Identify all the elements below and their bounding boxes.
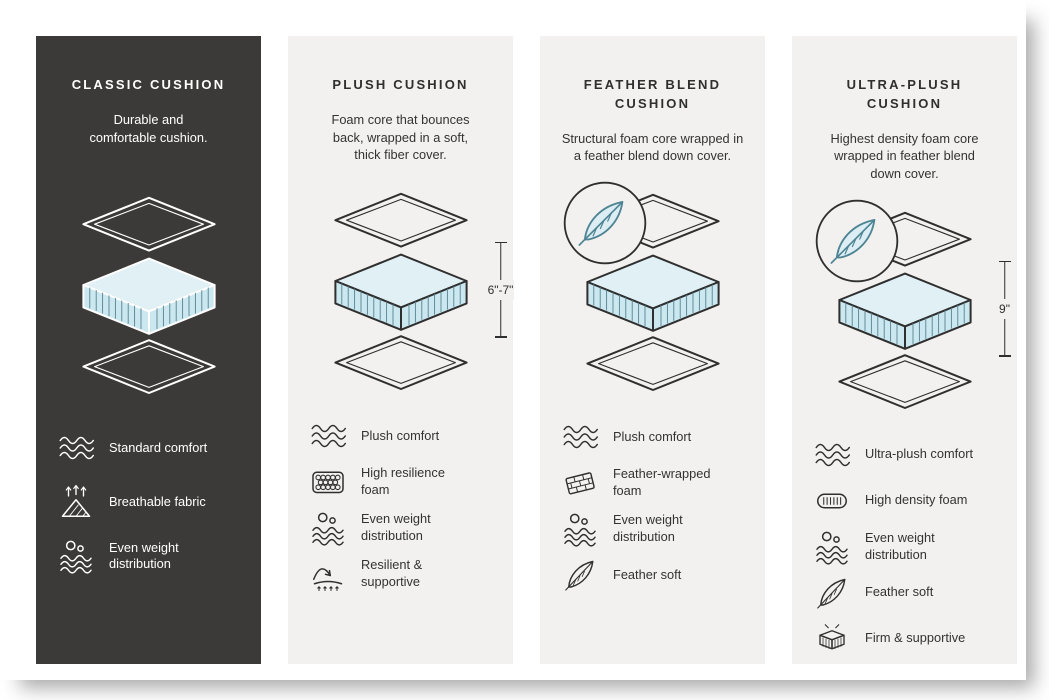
feature-label: Breathable fabric <box>109 493 206 509</box>
feature-label: Even weight distribution <box>613 512 683 544</box>
card-description: Foam core that bounces back, wrapped in … <box>331 111 470 163</box>
layered-cushion-illustration <box>321 192 481 394</box>
weight-distribution-icon <box>56 538 96 574</box>
feature-list: Plush comfort Feather-wrapped foam Even … <box>556 419 749 593</box>
cushion-diagram: 6"-7" <box>321 192 515 394</box>
feature-label: Ultra-plush comfort <box>865 446 974 462</box>
cushion-diagram <box>69 196 229 398</box>
waves-icon <box>812 437 852 473</box>
feature-label: Standard comfort <box>109 439 208 455</box>
feather-badge-icon <box>813 197 901 285</box>
feature-row: Even weight distribution <box>56 538 245 574</box>
feature-label: Plush comfort <box>361 427 440 443</box>
feather-icon <box>812 575 852 611</box>
feature-row: Feather soft <box>812 575 1001 611</box>
card-plush-cushion: PLUSH CUSHION Foam core that bounces bac… <box>288 36 515 664</box>
height-dimension-label: 9" <box>998 298 1011 319</box>
feature-row: High resilience foam <box>308 464 497 500</box>
feature-row: Even weight distribution <box>560 511 749 547</box>
card-ultra-plush-cushion: ULTRA-PLUSH CUSHION Highest density foam… <box>792 36 1017 664</box>
waves-icon <box>56 430 96 466</box>
feature-row: High density foam <box>812 483 1001 519</box>
cushion-diagram <box>573 193 733 395</box>
feature-row: Feather-wrapped foam <box>560 465 749 501</box>
waves-icon <box>560 419 600 455</box>
card-title: ULTRA-PLUSH CUSHION <box>846 77 963 111</box>
waves-icon <box>308 418 348 454</box>
feature-list: Standard comfort Breathable fabric Even … <box>52 430 245 574</box>
weight-distribution-icon <box>308 510 348 546</box>
feature-row: Ultra-plush comfort <box>812 437 1001 473</box>
feature-label: Feather soft <box>613 566 682 582</box>
height-dimension: 9" <box>998 260 1011 357</box>
card-description: Highest density foam core wrapped in fea… <box>830 130 979 181</box>
feature-label: Plush comfort <box>613 428 692 444</box>
feature-label: High density foam <box>865 492 968 508</box>
feature-row: Breathable fabric <box>56 484 245 520</box>
card-classic-cushion: CLASSIC CUSHION Durable and comfortable … <box>36 36 261 664</box>
feature-label: Feather soft <box>865 584 934 600</box>
card-title: FEATHER BLEND CUSHION <box>583 77 722 111</box>
feature-row: Feather soft <box>560 557 749 593</box>
foam-cells-icon <box>308 464 348 500</box>
card-title: PLUSH CUSHION <box>332 77 469 92</box>
feature-label: Firm & supportive <box>865 630 966 646</box>
feature-label: High resilience foam <box>361 465 445 497</box>
feature-row: Standard comfort <box>56 430 245 466</box>
breathable-fabric-icon <box>56 484 96 520</box>
infographic-sheet: CLASSIC CUSHION Durable and comfortable … <box>36 36 1017 664</box>
feature-label: Even weight distribution <box>361 511 431 543</box>
height-dimension: 6"-7" <box>486 241 515 338</box>
card-description: Structural foam core wrapped in a feathe… <box>561 130 744 164</box>
feature-row: Firm & supportive <box>812 621 1001 657</box>
cushion-cards: CLASSIC CUSHION Durable and comfortable … <box>36 36 1017 664</box>
feature-list: Plush comfort High resilience foam Even … <box>304 418 497 592</box>
feature-row: Even weight distribution <box>812 529 1001 565</box>
feather-badge-icon <box>561 179 649 267</box>
feature-row: Resilient & supportive <box>308 556 497 592</box>
feature-label: Resilient & supportive <box>361 557 423 589</box>
feature-row: Plush comfort <box>560 419 749 455</box>
height-dimension-label: 6"-7" <box>486 279 515 300</box>
foam-bricks-icon <box>560 465 600 501</box>
bounce-arrow-icon <box>308 556 348 592</box>
feather-icon <box>560 557 600 593</box>
density-foam-icon <box>812 483 852 519</box>
card-title: CLASSIC CUSHION <box>71 77 226 92</box>
weight-distribution-icon <box>560 511 600 547</box>
card-feather-blend-cushion: FEATHER BLEND CUSHION Structural foam co… <box>540 36 765 664</box>
feature-label: Feather-wrapped foam <box>613 466 711 498</box>
layered-cushion-illustration <box>69 196 229 398</box>
card-description: Durable and comfortable cushion. <box>89 111 208 145</box>
feature-label: Even weight distribution <box>865 530 935 562</box>
firm-block-icon <box>812 621 852 657</box>
feature-row: Plush comfort <box>308 418 497 454</box>
feature-label: Even weight distribution <box>109 539 179 572</box>
weight-distribution-icon <box>812 529 852 565</box>
feature-list: Ultra-plush comfort High density foam Ev… <box>808 437 1001 657</box>
feature-row: Even weight distribution <box>308 510 497 546</box>
cushion-diagram: 9" <box>825 211 1011 413</box>
